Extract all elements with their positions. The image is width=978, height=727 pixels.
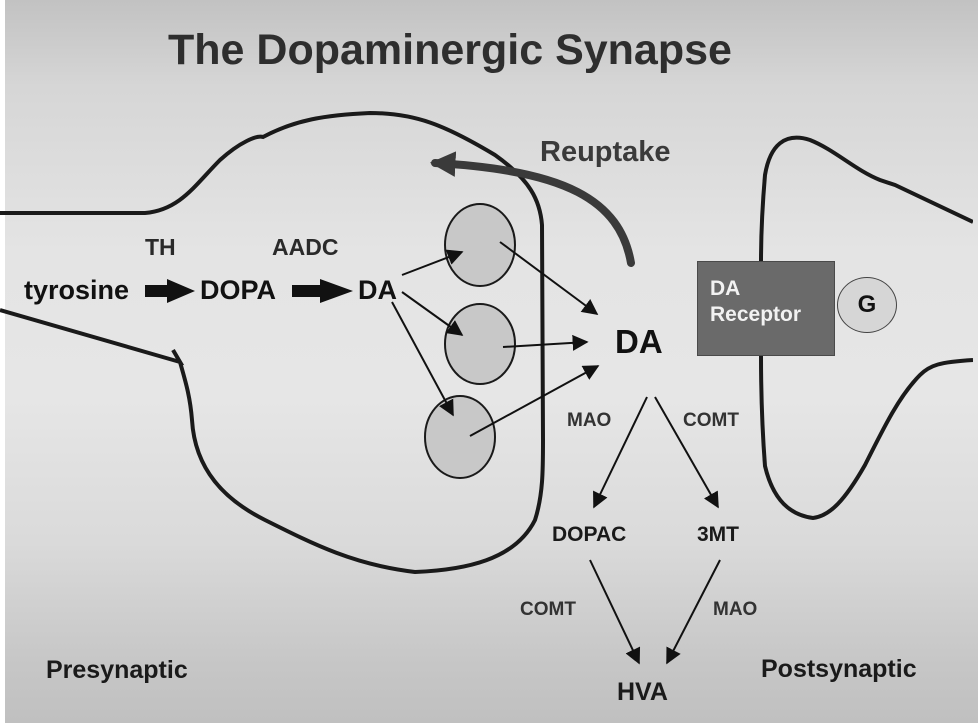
g-protein-label: G — [857, 291, 877, 318]
postsynaptic-label: Postsynaptic — [761, 655, 917, 683]
reuptake-arrow — [429, 151, 635, 267]
arrow-vesicle-1-to-da — [499, 241, 599, 315]
dopac-label: DOPAC — [552, 523, 627, 546]
arrow-da-to-vesicle-1 — [401, 249, 464, 276]
arrow-dopac-to-hva — [589, 559, 641, 665]
postsynaptic-membrane — [759, 135, 973, 521]
arrow-vesicle-2-to-da — [502, 334, 589, 351]
synthesis-arrow-2 — [292, 279, 353, 303]
receptor-line-1: DA — [710, 277, 741, 300]
page-title: The Dopaminergic Synapse — [168, 26, 732, 74]
arrow-da-to-vesicle-2 — [401, 291, 464, 336]
arrow-vesicle-3-to-da — [469, 365, 600, 437]
receptor-line-2: Receptor — [710, 303, 802, 327]
enzyme-comt-label: COMT — [683, 410, 739, 431]
arrow-da-to-dopac — [593, 396, 648, 509]
synthesis-arrow-1 — [145, 279, 195, 303]
reuptake-label: Reuptake — [540, 136, 671, 168]
presynaptic-label: Presynaptic — [46, 656, 188, 684]
vesicle-1 — [444, 203, 516, 287]
enzyme-th-label: TH — [145, 234, 176, 260]
arrow-3mt-to-hva — [666, 559, 721, 665]
enzyme-mao-label: MAO — [567, 410, 612, 431]
presynaptic-membrane-upper — [0, 110, 545, 441]
g-protein: G — [837, 277, 897, 333]
da-presynaptic-label: DA — [358, 275, 397, 305]
enzyme-mao-lower-label: MAO — [713, 599, 758, 620]
presynaptic-membrane-lower — [0, 308, 545, 575]
tyrosine-label: tyrosine — [24, 275, 130, 305]
3mt-label: 3MT — [697, 523, 739, 546]
dopa-label: DOPA — [200, 275, 277, 305]
da-synaptic-label: DA — [615, 323, 663, 360]
hva-label: HVA — [617, 678, 668, 706]
vesicle-3 — [424, 395, 496, 479]
arrow-da-to-vesicle-3 — [391, 301, 454, 417]
da-receptor: DA Receptor — [697, 261, 835, 356]
enzyme-aadc-label: AADC — [272, 234, 339, 260]
arrow-da-to-3mt — [654, 396, 719, 509]
vesicle-2 — [444, 303, 516, 385]
enzyme-comt-lower-label: COMT — [520, 599, 576, 620]
